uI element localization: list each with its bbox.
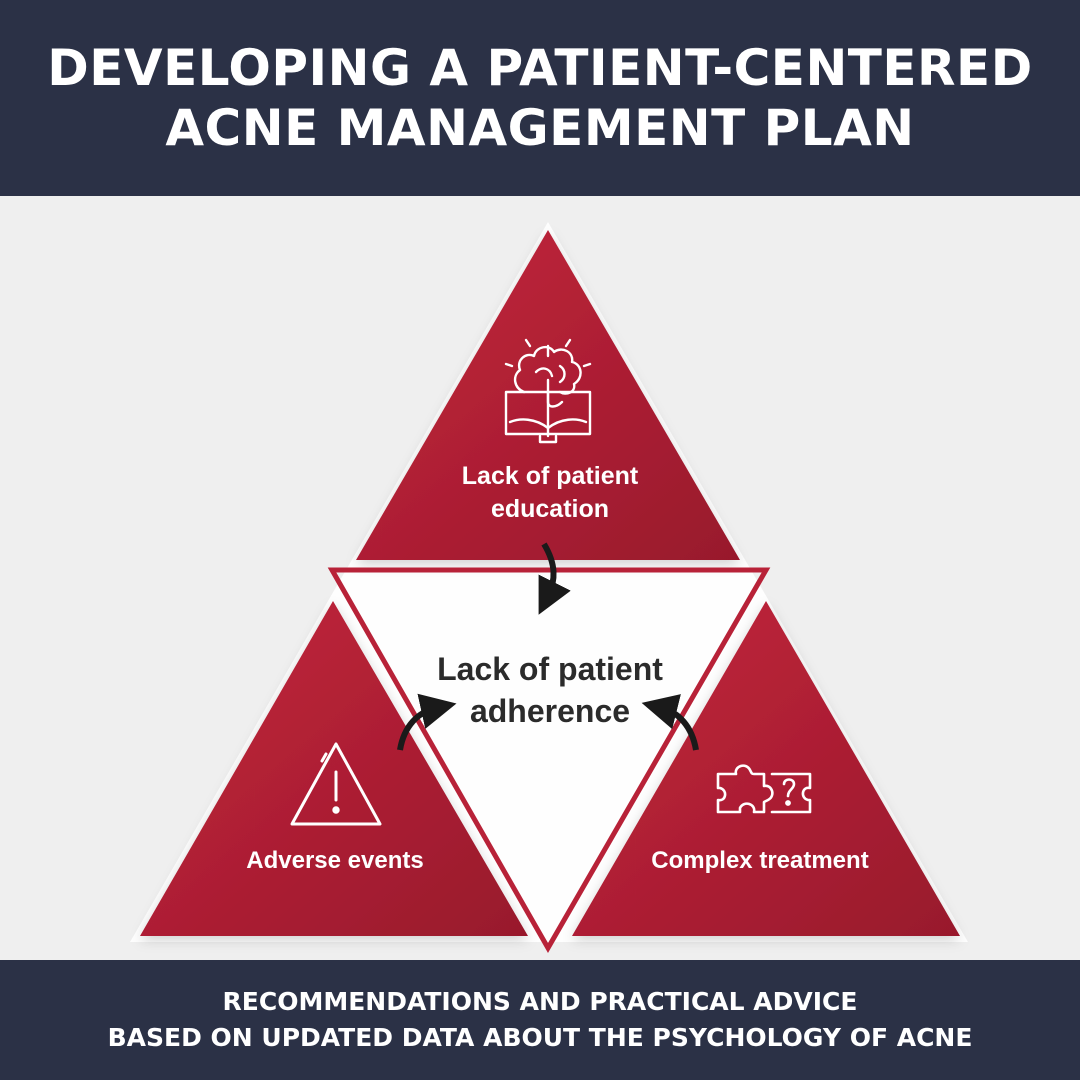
puzzle-question-icon [716, 764, 812, 814]
arrow-right-to-center [641, 694, 699, 751]
title-banner: DEVELOPING A PATIENT-CENTERED ACNE MANAG… [0, 0, 1080, 196]
left-triangle-label: Adverse events [246, 847, 424, 874]
title-line-2: ACNE MANAGEMENT PLAN [165, 99, 915, 157]
top-label-line-1: Lack of patient [461, 462, 639, 490]
brain-book-icon [504, 338, 592, 444]
left-triangle [140, 601, 528, 936]
center-triangle-outline [327, 567, 771, 954]
footer-banner: RECOMMENDATIONS AND PRACTICAL ADVICE BAS… [0, 960, 1080, 1080]
footer-line-2: BASED ON UPDATED DATA ABOUT THE PSYCHOLO… [107, 1023, 973, 1052]
right-triangle [572, 601, 960, 936]
right-triangle-label: Complex treatment [651, 847, 869, 874]
title-line-1: DEVELOPING A PATIENT-CENTERED [47, 39, 1033, 97]
center-label: Lack of patient adherence [380, 648, 720, 732]
center-label-line-1: Lack of patient [437, 651, 663, 687]
arrow-left-to-center [397, 693, 457, 751]
warning-icon [290, 742, 382, 826]
diagram-area: Lack of patient education Lack of patien… [0, 196, 1080, 960]
arrow-top-to-center [538, 542, 571, 615]
top-label-line-2: education [490, 495, 610, 523]
center-label-line-2: adherence [469, 693, 631, 729]
triangle-diagram [130, 222, 968, 954]
footer-line-1: RECOMMENDATIONS AND PRACTICAL ADVICE [222, 987, 858, 1016]
top-triangle-label: Lack of patient education [400, 460, 700, 526]
